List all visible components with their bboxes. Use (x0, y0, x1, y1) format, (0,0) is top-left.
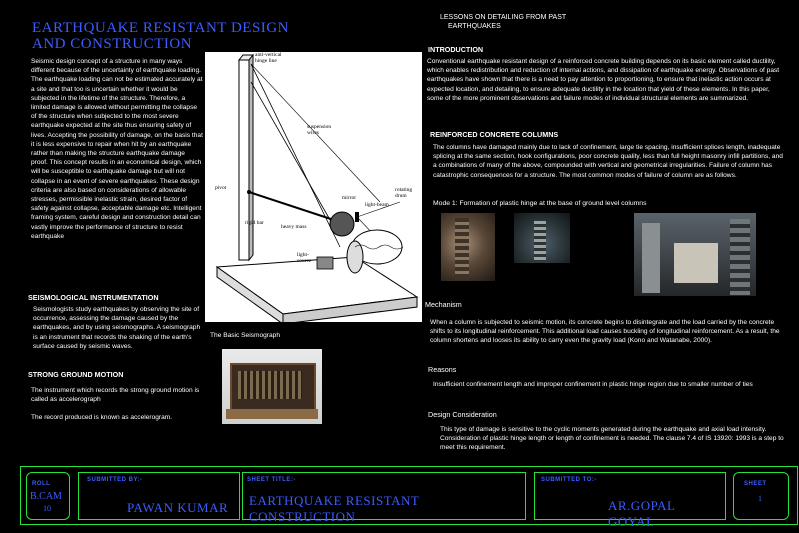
column-damage-photo-1 (441, 213, 495, 281)
mode-heading: Mode 1: Formation of plastic hinge at th… (433, 200, 647, 207)
reasons-heading: Reasons (428, 365, 457, 374)
sheet-title-box: SHEET TITLE:- EARTHQUAKE RESISTANT CONST… (242, 472, 526, 524)
left-title: EARTHQUAKE RESISTANT DESIGN AND CONSTRUC… (32, 20, 289, 52)
label-light-beam: light-beam (365, 202, 389, 208)
submitted-by-box: SUBMITTED BY:- PAWAN KUMAR (78, 472, 240, 520)
sheet-number-value: 1 (758, 494, 762, 503)
left-title-line1: EARTHQUAKE RESISTANT DESIGN (32, 20, 289, 36)
design-consideration-paragraph: This type of damage is sensitive to the … (440, 426, 784, 452)
submitted-by-label: SUBMITTED BY:- (87, 477, 143, 483)
lessons-title-line1: LESSONS ON DETAILING FROM PAST (440, 14, 567, 21)
rc-columns-heading: REINFORCED CONCRETE COLUMNS (430, 130, 559, 139)
sheet-title-value: EARTHQUAKE RESISTANT CONSTRUCTION (249, 493, 420, 524)
label-light-source: light-source (297, 252, 312, 264)
submitted-by-value: PAWAN KUMAR (127, 500, 229, 515)
lessons-title: LESSONS ON DETAILING FROM PAST EARTHQUAK… (440, 13, 566, 31)
submitted-to-box: SUBMITTED TO:- AR.GOPAL GOYAL (534, 472, 726, 529)
roll-value-2: 10 (43, 504, 51, 513)
left-intro-paragraph: Seismic design concept of a structure in… (31, 58, 203, 240)
introduction-paragraph: Conventional earthquake resistant design… (427, 58, 780, 102)
label-mirror: mirror (342, 195, 357, 201)
label-hinge-line: anti-vertical hinge line (255, 52, 282, 64)
title-block-frame (20, 466, 798, 525)
label-rotating-drum: rotating drum (395, 187, 413, 199)
label-rigid-bar: rigid bar (245, 220, 264, 226)
roll-value-1: B.CAM (30, 491, 62, 502)
label-pivot: pivot (215, 185, 227, 191)
introduction-heading: INTRODUCTION (428, 45, 484, 54)
mechanism-heading: Mechanism (425, 300, 462, 309)
submitted-to-value: AR.GOPAL GOYAL (608, 498, 675, 529)
submitted-to-label: SUBMITTED TO:- (541, 477, 597, 483)
seismograph-diagram: anti-vertical hinge line suspension wire… (205, 52, 422, 325)
rc-columns-paragraph: The columns have damaged mainly due to l… (433, 144, 783, 179)
column-damage-photo-2 (514, 213, 570, 263)
left-title-line2: AND CONSTRUCTION (32, 36, 193, 52)
seismograph-drawing (215, 53, 419, 325)
design-consideration-heading: Design Consideration (428, 410, 497, 419)
column-damage-photo-3 (634, 213, 756, 296)
roll-box: ROLL B.CAM 10 (26, 472, 70, 520)
sheet-number-box: SHEET 1 (733, 472, 789, 520)
reasons-paragraph: Insufficient confinement length and impr… (433, 381, 753, 388)
seismo-paragraph: Seismologists study earthquakes by obser… (33, 306, 201, 350)
seismo-heading: SEISMOLOGICAL INSTRUMENTATION (28, 293, 159, 302)
sheet-number-label: SHEET (744, 481, 767, 487)
mechanism-paragraph: When a column is subjected to seismic mo… (430, 319, 780, 345)
sheet-title-label: SHEET TITLE:- (247, 477, 296, 483)
strong-motion-paragraph: The instrument which records the strong … (31, 387, 200, 404)
roll-label: ROLL (32, 481, 51, 487)
accelerogram-paragraph: The record produced is known as accelero… (31, 414, 173, 421)
label-suspension-wires: suspension wires (307, 124, 332, 136)
strong-motion-heading: STRONG GROUND MOTION (28, 370, 124, 379)
label-heavy-mass: heavy mass (281, 224, 307, 230)
lessons-title-line2: EARTHQUAKES (448, 23, 501, 30)
seismograph-photo (222, 349, 322, 424)
seismograph-caption: The Basic Seismograph (210, 332, 281, 339)
